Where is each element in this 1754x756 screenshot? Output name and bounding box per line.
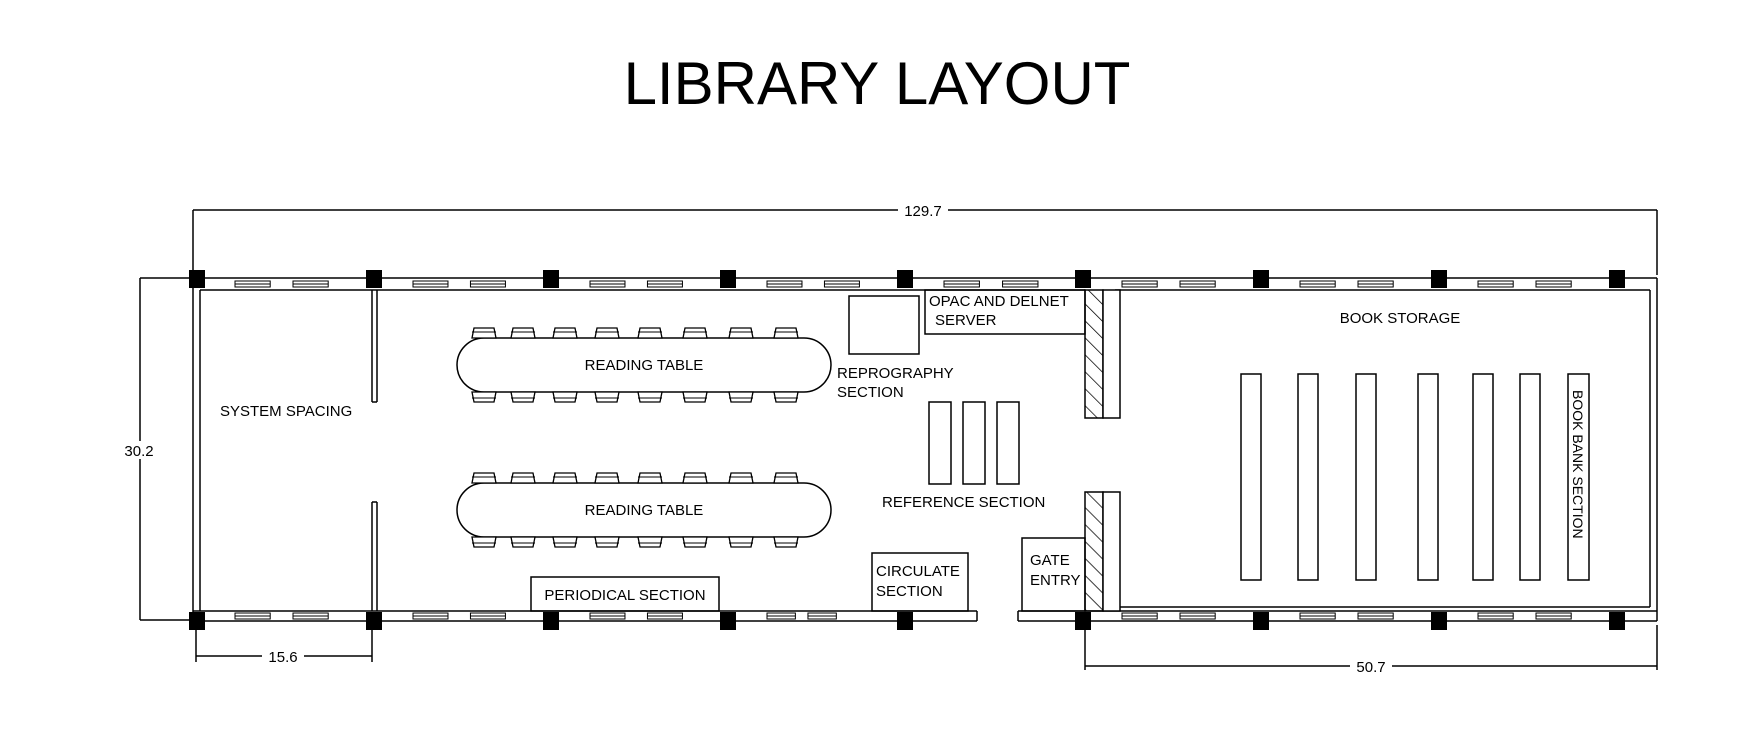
chair (637, 536, 663, 548)
column (897, 270, 913, 288)
chair (728, 327, 754, 339)
chair (682, 391, 708, 403)
chair (552, 536, 578, 548)
column (543, 612, 559, 630)
column (897, 612, 913, 630)
dimension-label-width: 30.2 (124, 443, 153, 460)
chair (510, 536, 536, 548)
system-spacing-label: SYSTEM SPACING (220, 403, 352, 420)
reading-table-1-label: READING TABLE (585, 357, 704, 374)
column (720, 612, 736, 630)
column (720, 270, 736, 288)
column (1253, 270, 1269, 288)
chair (773, 391, 799, 403)
dimension-system-spacing: 15.6 (195, 628, 373, 666)
circulate-label-2: SECTION (876, 583, 943, 600)
book-rack (1417, 373, 1439, 581)
chair (471, 391, 497, 403)
chair (552, 391, 578, 403)
window-marks (234, 280, 1572, 620)
circulate-label-1: CIRCULATE (876, 563, 960, 580)
book-bank-section-label: BOOK BANK SECTION (1570, 390, 1586, 539)
chair (682, 327, 708, 339)
chair (728, 391, 754, 403)
structural-columns (189, 270, 1625, 630)
book-bank-section-box (1567, 373, 1590, 581)
book-rack (1297, 373, 1319, 581)
book-rack (1240, 373, 1262, 581)
column (189, 270, 205, 288)
dimension-label-system-spacing: 15.6 (268, 649, 297, 666)
reading-table-2-chairs (471, 472, 799, 548)
column (543, 270, 559, 288)
chair (637, 472, 663, 484)
reprography-label-2: SECTION (837, 384, 904, 401)
chair (594, 472, 620, 484)
chair (773, 472, 799, 484)
opac-label-1: OPAC AND DELNET (929, 293, 1069, 310)
chair (637, 327, 663, 339)
reprography-label-1: REPROGRAPHY (837, 365, 954, 382)
column (1609, 270, 1625, 288)
circulate-section-box (871, 552, 969, 612)
storage-divider-wall (1084, 289, 1121, 612)
column (1253, 612, 1269, 630)
column (366, 270, 382, 288)
partition-wall (371, 290, 378, 611)
reading-table-2-label: READING TABLE (585, 502, 704, 519)
book-rack (1472, 373, 1494, 581)
chair (510, 472, 536, 484)
chair (728, 536, 754, 548)
periodical-section-label: PERIODICAL SECTION (544, 587, 705, 604)
outer-walls (192, 277, 1658, 622)
reprography-unit (848, 295, 920, 355)
reading-table-1: READING TABLE (456, 327, 832, 403)
chair (637, 391, 663, 403)
gate-label-2: ENTRY (1030, 572, 1081, 589)
chair (773, 536, 799, 548)
chair (552, 472, 578, 484)
dimension-label-total: 129.7 (904, 203, 942, 220)
dimension-total-length: 129.7 (192, 201, 1658, 275)
book-storage-racks (1240, 373, 1541, 581)
chair (510, 327, 536, 339)
reading-table-1-chairs (471, 327, 799, 403)
book-rack (1355, 373, 1377, 581)
chair (728, 472, 754, 484)
chair (594, 327, 620, 339)
chair (594, 391, 620, 403)
reading-table-2: READING TABLE (456, 472, 832, 548)
column (1431, 612, 1447, 630)
chair (682, 536, 708, 548)
periodical-section-box (530, 576, 720, 612)
chair (471, 472, 497, 484)
column (189, 612, 205, 630)
page-title: LIBRARY LAYOUT (624, 50, 1131, 117)
chair (471, 536, 497, 548)
dimension-width: 30.2 (118, 277, 193, 621)
column (1431, 270, 1447, 288)
reference-shelves (928, 401, 1020, 485)
chair (552, 327, 578, 339)
chair (773, 327, 799, 339)
chair (510, 391, 536, 403)
gate-label-1: GATE (1030, 552, 1070, 569)
reference-section-label: REFERENCE SECTION (882, 494, 1045, 511)
chair (471, 327, 497, 339)
dimension-book-storage: 50.7 (1084, 625, 1658, 676)
column (1609, 612, 1625, 630)
opac-label-2: SERVER (935, 312, 997, 329)
book-storage-label: BOOK STORAGE (1340, 310, 1461, 327)
chair (594, 536, 620, 548)
column (366, 612, 382, 630)
column (1075, 612, 1091, 630)
chair (682, 472, 708, 484)
dimension-label-book-storage: 50.7 (1356, 659, 1385, 676)
column (1075, 270, 1091, 288)
book-rack (1519, 373, 1541, 581)
